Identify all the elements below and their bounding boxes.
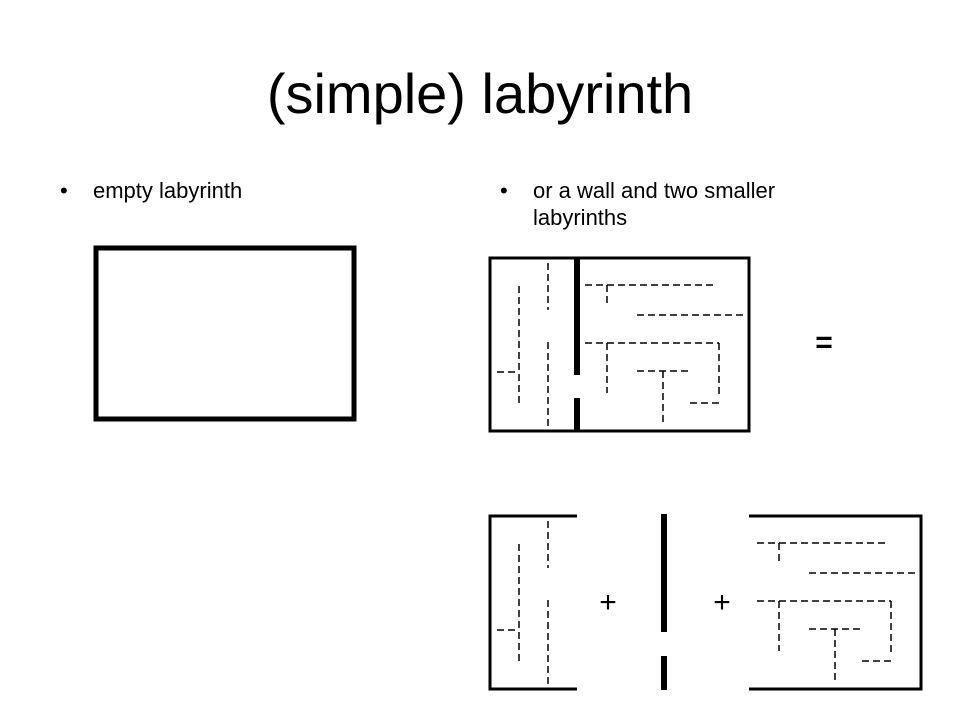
bullet-dot: • xyxy=(500,178,508,203)
combined-outer-box xyxy=(488,256,751,433)
right-sub-maze-paths xyxy=(585,284,744,424)
equals-sign: = xyxy=(815,326,833,359)
bullet-empty-labyrinth: • empty labyrinth xyxy=(60,177,440,204)
left-sub-labyrinth xyxy=(488,514,577,691)
bullet-text: empty labyrinth xyxy=(93,178,243,203)
plus-sign-1: + xyxy=(599,586,617,619)
bullet-wall-and-two-labyrinths: • or a wall and two smaller labyrinths xyxy=(500,177,860,231)
left-sub-maze-paths xyxy=(497,263,549,428)
slide-title: (simple) labyrinth xyxy=(266,62,694,125)
plus-sign-2: + xyxy=(713,586,731,619)
bullet-dot: • xyxy=(60,178,68,203)
right-sub-labyrinth xyxy=(749,514,923,691)
combined-labyrinth xyxy=(488,256,751,433)
empty-labyrinth-box xyxy=(93,245,357,422)
bullet-text: or a wall and two smaller labyrinths xyxy=(533,178,776,230)
